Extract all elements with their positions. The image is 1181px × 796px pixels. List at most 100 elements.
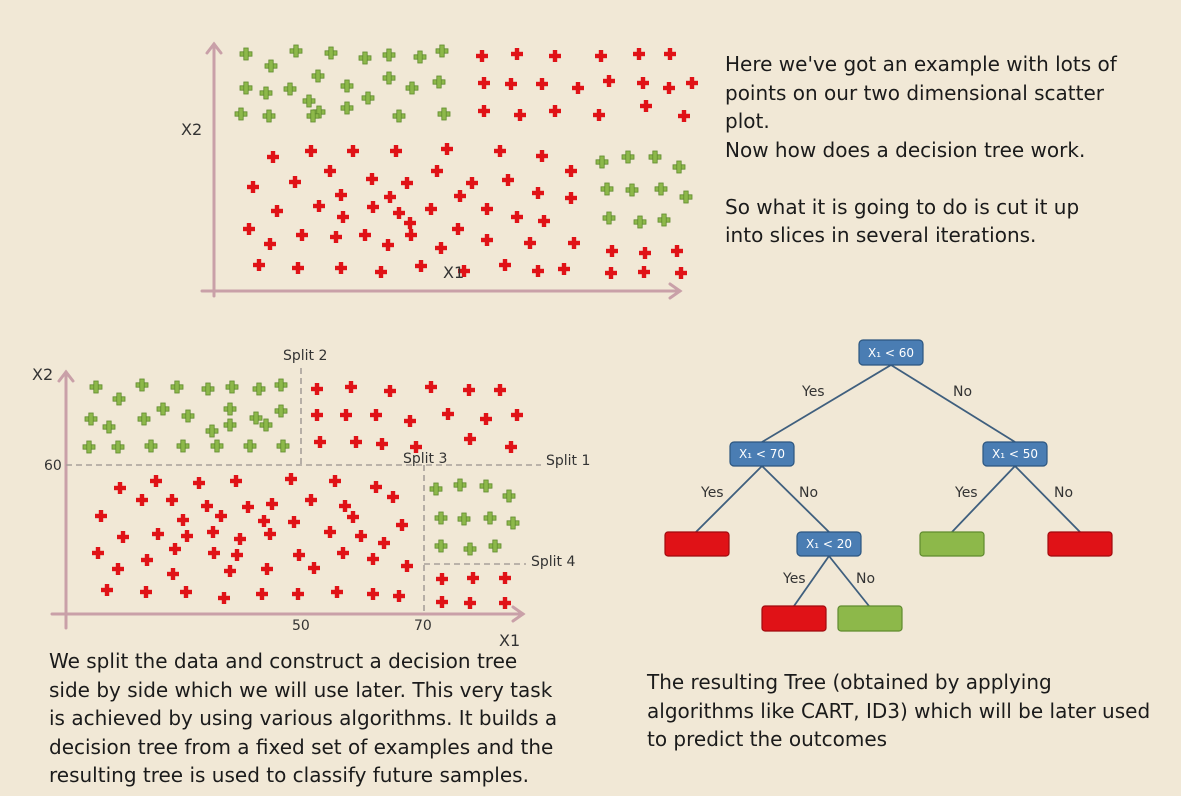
red-point — [532, 265, 544, 277]
red-point — [405, 229, 417, 241]
red-point — [141, 554, 153, 566]
red-point — [264, 528, 276, 540]
green-point — [600, 182, 614, 196]
top-scatter-plot: X2 X1 — [181, 41, 698, 300]
green-point — [405, 81, 419, 95]
green-point — [102, 420, 116, 434]
red-point — [324, 165, 336, 177]
split-plot-points — [82, 378, 523, 609]
red-point — [337, 211, 349, 223]
green-point — [289, 44, 303, 58]
red-point — [136, 494, 148, 506]
red-point — [370, 409, 382, 421]
red-point — [337, 547, 349, 559]
red-point — [367, 201, 379, 213]
green-point — [170, 380, 184, 394]
red-point — [339, 500, 351, 512]
red-point — [208, 547, 220, 559]
red-point — [478, 105, 490, 117]
split-scatter-plot: X2 60 50 70 X1 Split 1 Split 2 Split 3 S… — [32, 348, 590, 650]
red-point — [481, 234, 493, 246]
red-point — [224, 565, 236, 577]
red-point — [335, 189, 347, 201]
red-point — [505, 78, 517, 90]
red-point — [593, 109, 605, 121]
tree-node-left-right: X₁ < 20 — [796, 531, 862, 557]
red-point — [663, 82, 675, 94]
paragraph-line: So what it is going to do is cut it up — [725, 194, 1080, 219]
red-point — [396, 519, 408, 531]
green-point — [392, 109, 406, 123]
green-point — [274, 378, 288, 392]
paragraph-line: Here we've got an example with lots of — [725, 52, 1117, 76]
red-point — [180, 586, 192, 598]
red-point — [639, 247, 651, 259]
red-point — [401, 177, 413, 189]
green-point — [239, 81, 253, 95]
red-point — [292, 588, 304, 600]
tree-explanation-paragraph: The resulting Tree (obtained by applying… — [647, 668, 1150, 754]
paragraph-line: decision tree from a fixed set of exampl… — [49, 734, 554, 759]
red-point — [481, 203, 493, 215]
intro-paragraph: Here we've got an example with lots of po… — [725, 50, 1117, 250]
red-point — [572, 82, 584, 94]
red-point — [267, 151, 279, 163]
green-point — [137, 412, 151, 426]
red-point — [454, 190, 466, 202]
green-point — [672, 160, 686, 174]
red-point — [511, 409, 523, 421]
red-point — [177, 514, 189, 526]
green-point — [488, 539, 502, 553]
green-point — [239, 47, 253, 61]
red-point — [331, 586, 343, 598]
red-point — [511, 48, 523, 60]
green-point — [679, 190, 693, 204]
red-point — [633, 48, 645, 60]
split-1-label: Split 1 — [546, 453, 590, 469]
green-point — [435, 44, 449, 58]
red-point — [494, 145, 506, 157]
paragraph-line: We split the data and construct a decisi… — [49, 649, 518, 673]
paragraph-line — [725, 164, 1117, 193]
green-point — [276, 439, 290, 453]
edge-label-right-no: No — [1054, 485, 1073, 501]
red-point — [524, 237, 536, 249]
red-point — [230, 475, 242, 487]
red-point — [347, 511, 359, 523]
red-point — [367, 588, 379, 600]
red-point — [314, 436, 326, 448]
green-point — [595, 155, 609, 169]
split-3-label: Split 3 — [403, 451, 447, 467]
split-plot-x-tick-50: 50 — [292, 618, 310, 634]
green-point — [463, 542, 477, 556]
red-point — [378, 537, 390, 549]
green-point — [223, 402, 237, 416]
tree-node-root-label: X₁ < 60 — [868, 346, 914, 360]
red-point — [264, 238, 276, 250]
green-point — [259, 418, 273, 432]
green-point — [648, 150, 662, 164]
tree-node-left-label: X₁ < 70 — [739, 447, 785, 461]
split-plot-x-label: X1 — [499, 631, 520, 650]
red-point — [605, 267, 617, 279]
green-point — [234, 107, 248, 121]
red-point — [675, 267, 687, 279]
green-point — [432, 75, 446, 89]
green-point — [176, 439, 190, 453]
red-point — [549, 105, 561, 117]
green-point — [429, 482, 443, 496]
red-point — [305, 145, 317, 157]
green-point — [434, 511, 448, 525]
paragraph-line: points on our two dimensional scatter — [725, 80, 1104, 105]
red-point — [441, 143, 453, 155]
red-point — [494, 384, 506, 396]
red-point — [271, 205, 283, 217]
red-point — [463, 384, 475, 396]
green-point — [621, 150, 635, 164]
top-plot-points — [234, 44, 698, 279]
green-point — [135, 378, 149, 392]
green-point — [434, 539, 448, 553]
red-point — [296, 229, 308, 241]
red-point — [595, 50, 607, 62]
edge-label-left-yes: Yes — [700, 485, 724, 501]
